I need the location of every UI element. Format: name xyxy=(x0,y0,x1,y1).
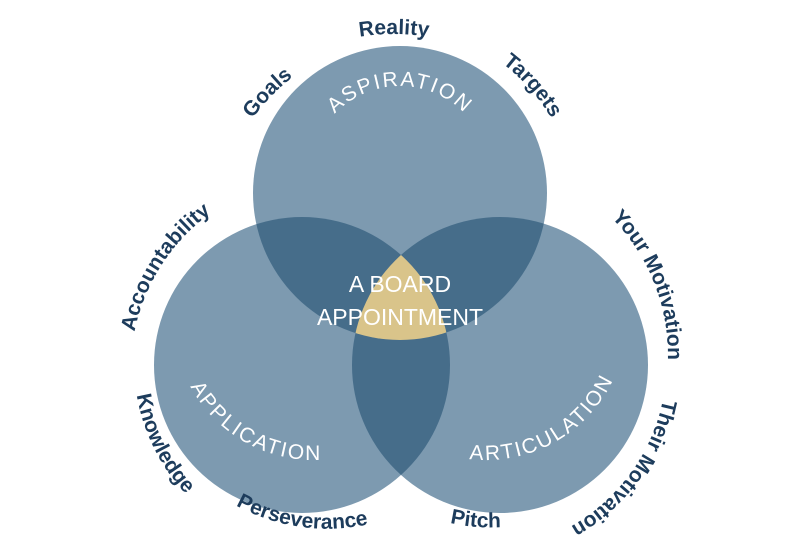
center-label-line1: A BOARD xyxy=(349,271,451,297)
aspect-reality: Reality xyxy=(357,16,431,42)
center-intersection xyxy=(352,217,450,340)
center-label-line2: APPOINTMENT xyxy=(317,304,483,330)
aspect-pitch: Pitch xyxy=(449,505,501,532)
